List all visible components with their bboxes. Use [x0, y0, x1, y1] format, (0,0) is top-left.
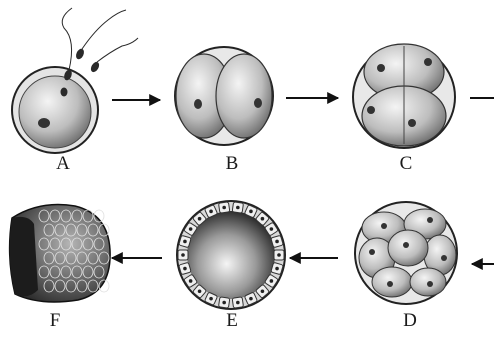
cell-nucleus	[261, 217, 265, 221]
cell-nucleus	[236, 301, 240, 305]
cell-nucleus	[183, 267, 187, 271]
cell-nucleus	[270, 227, 274, 231]
stage-b-two-cell-icon	[175, 47, 273, 145]
stage-label-d: D	[395, 310, 425, 332]
cell-nucleus	[270, 279, 274, 283]
cell-nucleus	[236, 206, 240, 210]
stage-label-a: A	[48, 153, 78, 175]
cell-nucleus	[222, 206, 226, 210]
stage-f-morula-icon	[10, 205, 111, 303]
cell-nucleus	[209, 297, 213, 301]
stage-label-c: C	[391, 153, 421, 175]
stage-a-fertilization-icon	[12, 8, 138, 153]
stage-label-f: F	[40, 310, 70, 332]
cell-nucleus	[249, 210, 253, 214]
cell-nucleus	[275, 267, 279, 271]
stage-c-four-cell-icon	[353, 44, 455, 148]
cell-nucleus	[189, 227, 193, 231]
cell-nucleus	[189, 279, 193, 283]
cell-nucleus	[198, 289, 202, 293]
stage-d-eight-cell-icon	[355, 202, 457, 304]
cell-nucleus	[209, 210, 213, 214]
cell-nucleus	[198, 217, 202, 221]
cell-nucleus	[183, 240, 187, 244]
cell-nucleus	[275, 240, 279, 244]
cell-nucleus	[249, 297, 253, 301]
cell-nucleus	[181, 253, 185, 257]
stage-e-blastula-icon	[177, 201, 285, 309]
cell-nucleus	[277, 253, 281, 257]
stage-label-e: E	[217, 310, 247, 332]
stage-label-b: B	[217, 153, 247, 175]
cell-nucleus	[222, 301, 226, 305]
cell-nucleus	[261, 289, 265, 293]
